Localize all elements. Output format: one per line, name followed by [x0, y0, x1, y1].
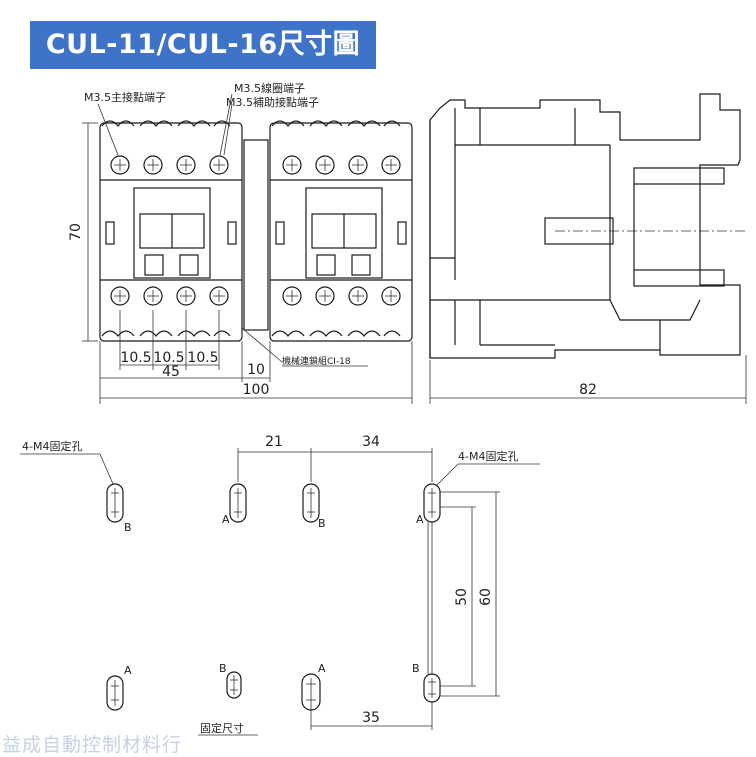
top-ridges-left	[101, 120, 231, 127]
label-mount-size: 固定尺寸	[200, 721, 244, 735]
side-view	[429, 93, 747, 404]
hole-bottom-1	[106, 675, 124, 711]
front-view	[82, 93, 413, 404]
mounting-layout	[20, 448, 540, 730]
hole-top-2	[229, 483, 247, 523]
hole-mark-a4: A	[318, 662, 326, 675]
hole-bottom-4	[423, 673, 441, 703]
hole-top-4	[423, 483, 441, 523]
hole-bottom-2	[226, 671, 242, 699]
label-coil-terminal: M3.5線圈端子	[234, 81, 305, 95]
hole-mark-a2: A	[416, 513, 424, 526]
center-window-right	[305, 187, 383, 279]
hole-mark-b2: B	[318, 517, 326, 530]
dim-pitch-2: 10.5	[153, 350, 184, 366]
hole-mark-a1: A	[222, 513, 230, 526]
hole-mark-b4: B	[412, 662, 420, 675]
hole-bottom-3	[301, 673, 321, 711]
dim-gap: 10	[247, 362, 265, 378]
lower-screws-right	[282, 286, 401, 306]
dim-depth: 82	[579, 382, 597, 398]
dim-width-total: 100	[243, 382, 270, 398]
label-main-terminal: M3.5主接點端子	[84, 91, 166, 104]
contactor-left-body	[99, 122, 243, 342]
lower-screws-left	[110, 286, 229, 306]
dim-hole-dx-3: 35	[362, 710, 380, 726]
mechanical-interlock	[243, 139, 269, 331]
label-mount-hole-right: 4-M4固定孔	[458, 449, 518, 463]
hole-mark-a3: A	[124, 664, 132, 677]
hole-top-1	[106, 483, 124, 523]
contactor-right-body	[269, 122, 413, 342]
side-view-outline	[429, 93, 741, 359]
hole-top-3	[302, 483, 320, 523]
label-aux-terminal: M3.5補助接點端子	[226, 95, 319, 109]
dim-width-single: 45	[162, 364, 180, 380]
label-interlock: 機械連鎖組CI-18	[282, 355, 351, 367]
dim-pitch-3: 10.5	[187, 350, 218, 366]
dim-pitch-1: 10.5	[120, 350, 151, 366]
diagram-title: CUL-11/CUL-16尺寸圖	[30, 21, 376, 69]
hole-mark-b1: B	[124, 521, 132, 534]
hole-mark-b3: B	[219, 662, 227, 675]
dim-height: 70	[68, 223, 84, 241]
dim-hole-dy-1: 50	[454, 588, 470, 606]
center-window-left	[133, 187, 211, 279]
dim-hole-dx-2: 34	[362, 434, 380, 450]
upper-screws-left	[110, 155, 229, 175]
dim-hole-dy-2: 60	[478, 588, 494, 606]
upper-screws-right	[282, 155, 401, 175]
dim-hole-dx-1: 21	[265, 434, 283, 450]
watermark-text: 益成自動控制材料行	[2, 734, 183, 756]
label-mount-hole-left: 4-M4固定孔	[22, 439, 82, 453]
